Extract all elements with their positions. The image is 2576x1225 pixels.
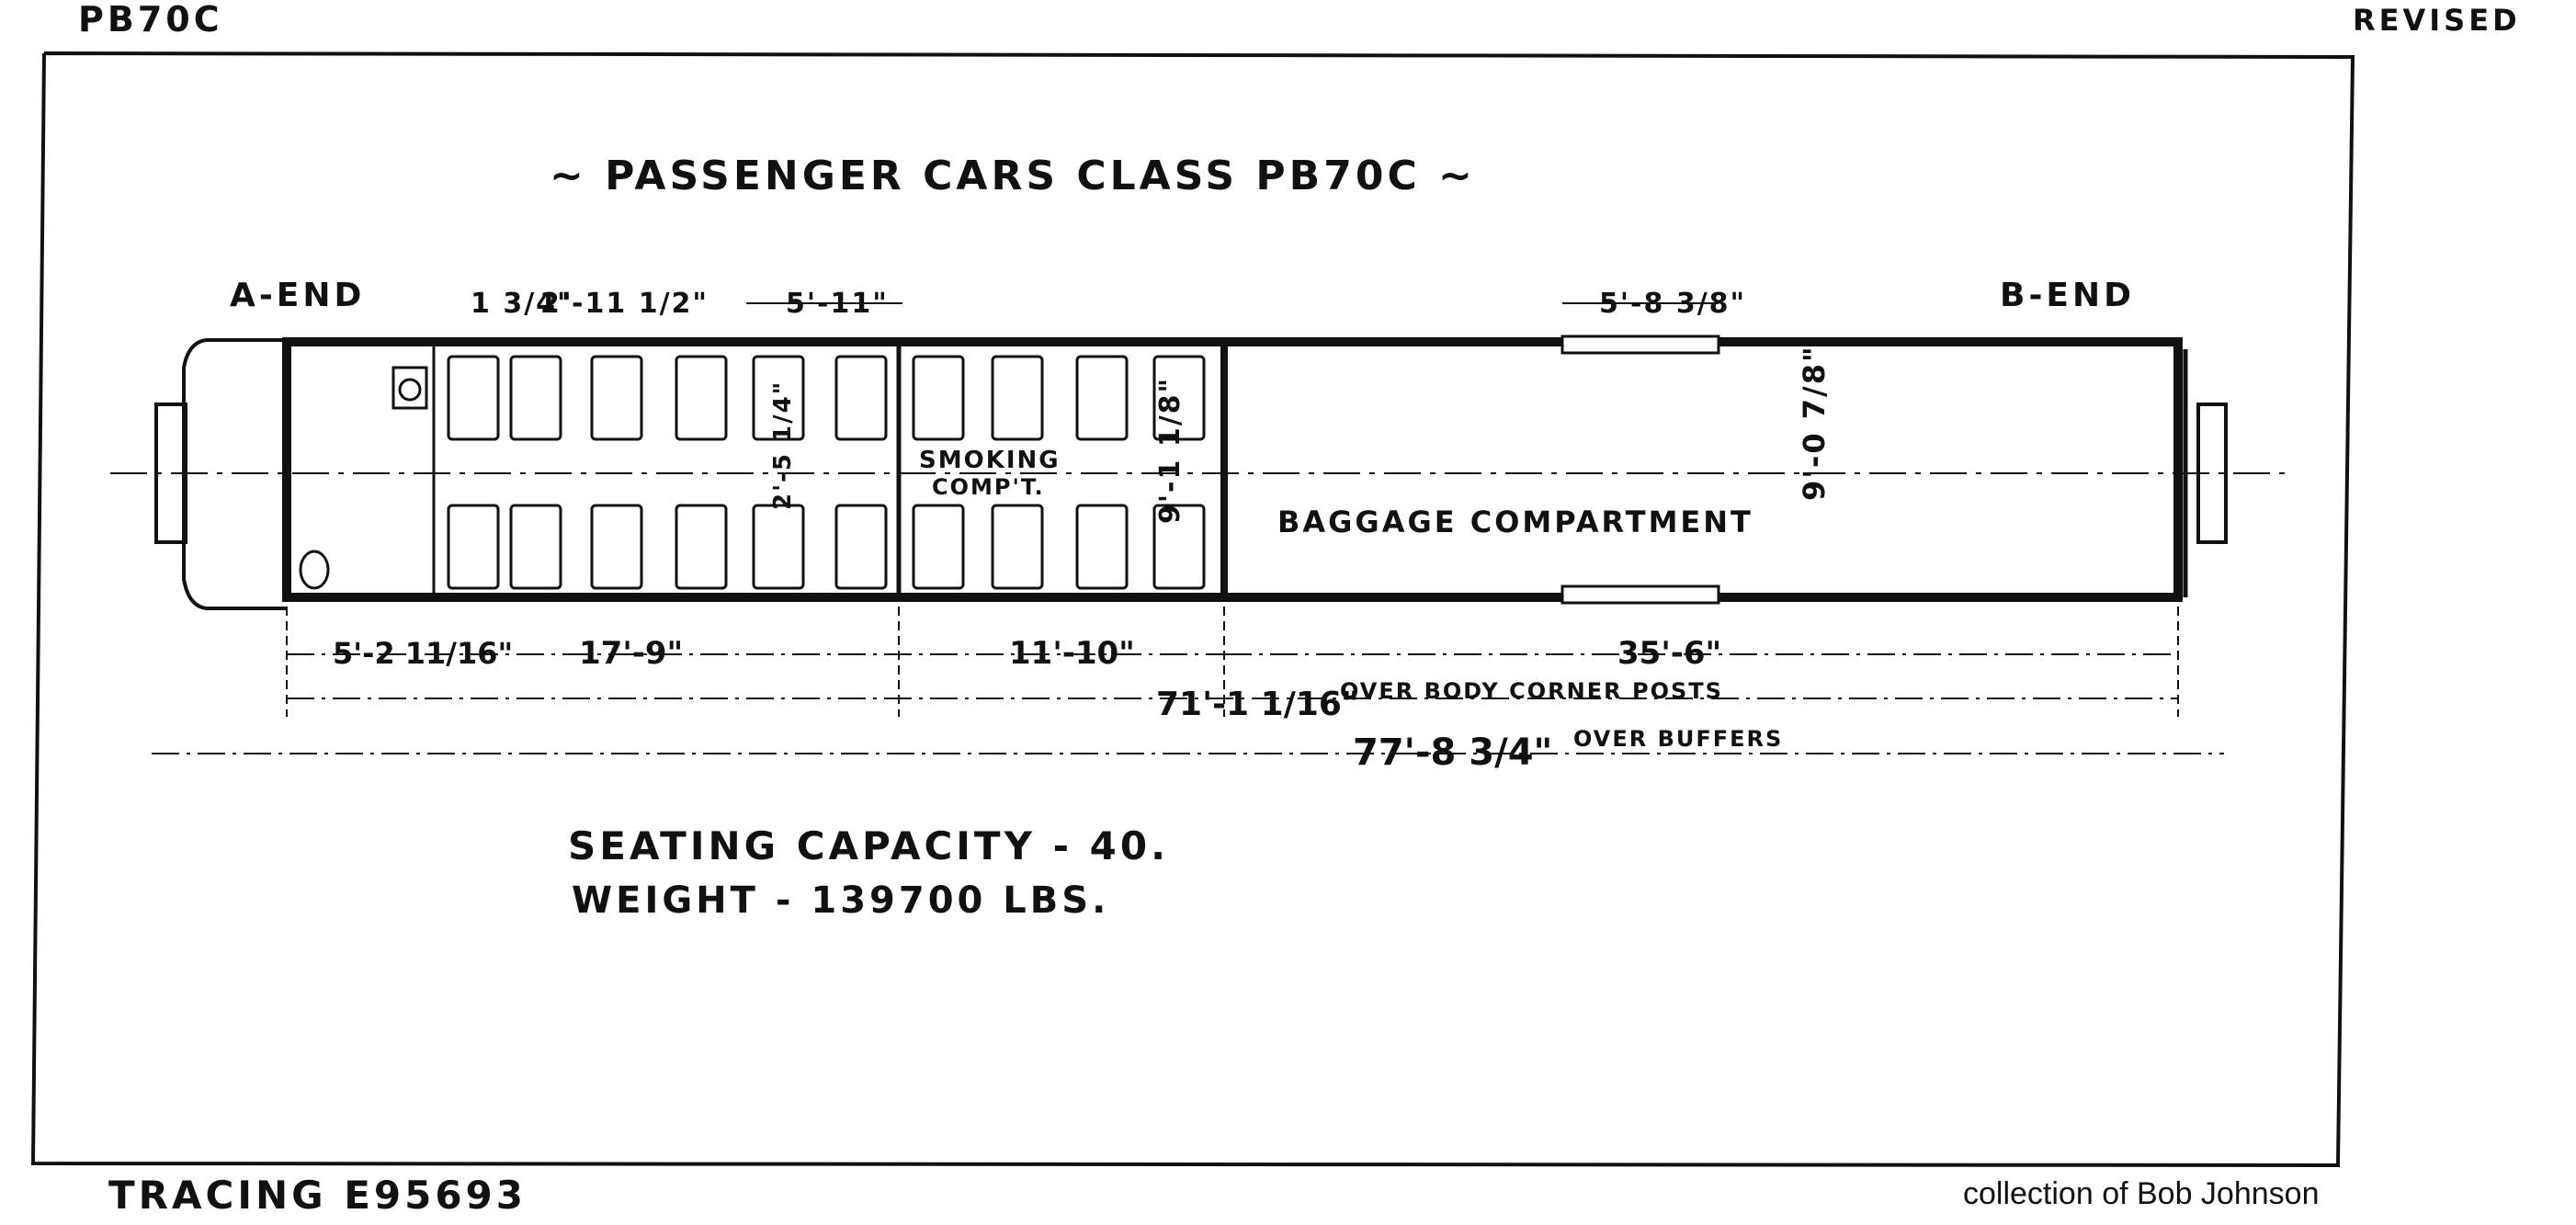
seat-frame — [912, 504, 965, 590]
seat-frame — [912, 355, 965, 441]
smoking-compartment-label-2: COMP'T. — [932, 474, 1045, 500]
tracing-number: TRACING E95693 — [108, 1173, 527, 1218]
dim-overall-length: 77'-8 3/4" — [1353, 732, 1552, 774]
collection-credit: collection of Bob Johnson — [1963, 1176, 2320, 1211]
seat-rows — [447, 355, 1206, 590]
washstand-fixture — [392, 366, 428, 410]
dim-body-length-note: OVER BODY CORNER POSTS — [1340, 678, 1723, 704]
seat-frame — [1152, 355, 1206, 441]
dim-seg-3: 11'-10" — [1009, 635, 1135, 672]
seat-frame — [509, 355, 562, 441]
seat-frame — [590, 355, 643, 441]
dim-top-1: 1 3/4" — [471, 288, 573, 320]
revised-label: REVISED — [2353, 3, 2521, 38]
seat-frame — [447, 355, 500, 441]
page-title: ~ PASSENGER CARS CLASS PB70C ~ — [550, 153, 1476, 199]
dim-overall-length-note: OVER BUFFERS — [1573, 726, 1783, 752]
dim-aisle: 2'-5 1/4" — [769, 380, 797, 510]
dim-width-baggage: 9'-0 7/8" — [1797, 345, 1832, 501]
toilet-fixture — [299, 550, 330, 590]
dimension-lines — [152, 302, 2224, 754]
seat-frame — [675, 504, 728, 590]
seat-frame — [590, 504, 643, 590]
seat-frame — [752, 355, 805, 441]
seat-frame — [675, 355, 728, 441]
dim-body-length: 71'-1 1/16" — [1156, 686, 1359, 723]
seat-frame — [1075, 504, 1129, 590]
dim-width-passenger: 9'-1 1/8" — [1154, 377, 1186, 524]
washstand-basin — [398, 378, 422, 402]
baggage-door-top — [1560, 335, 1720, 355]
a-end-label: A-END — [230, 277, 366, 314]
a-end-buffer — [154, 403, 187, 544]
drawing-code: PB70C — [78, 0, 223, 40]
seat-frame — [752, 504, 805, 590]
b-end-label: B-END — [2000, 277, 2135, 314]
dim-seg-1: 5'-2 11/16" — [333, 636, 513, 671]
sheet-border — [30, 51, 2355, 1168]
b-end-buffer — [2196, 403, 2228, 544]
seat-frame — [1075, 355, 1129, 441]
seat-frame — [834, 504, 888, 590]
smoking-compartment-label: SMOKING — [919, 447, 1061, 474]
seat-frame — [1152, 504, 1206, 590]
dim-seg-2: 17'-9" — [579, 635, 683, 672]
seat-frame — [991, 355, 1044, 441]
baggage-door-bottom — [1560, 584, 1720, 605]
dim-top-4: 5'-8 3/8" — [1599, 288, 1746, 320]
seating-capacity: SEATING CAPACITY - 40. — [568, 823, 1170, 868]
dim-top-2: 2'-11 1/2" — [540, 288, 709, 320]
seat-frame — [509, 504, 562, 590]
dim-top-3: 5'-11" — [786, 288, 889, 320]
seat-frame — [834, 355, 888, 441]
dim-seg-4: 35'-6" — [1617, 635, 1721, 672]
seat-frame — [447, 504, 500, 590]
car-body-outline — [282, 337, 2183, 602]
car-weight: WEIGHT - 139700 LBS. — [572, 879, 1110, 922]
baggage-compartment-label: BAGGAGE COMPARTMENT — [1277, 505, 1753, 539]
seat-frame — [991, 504, 1044, 590]
